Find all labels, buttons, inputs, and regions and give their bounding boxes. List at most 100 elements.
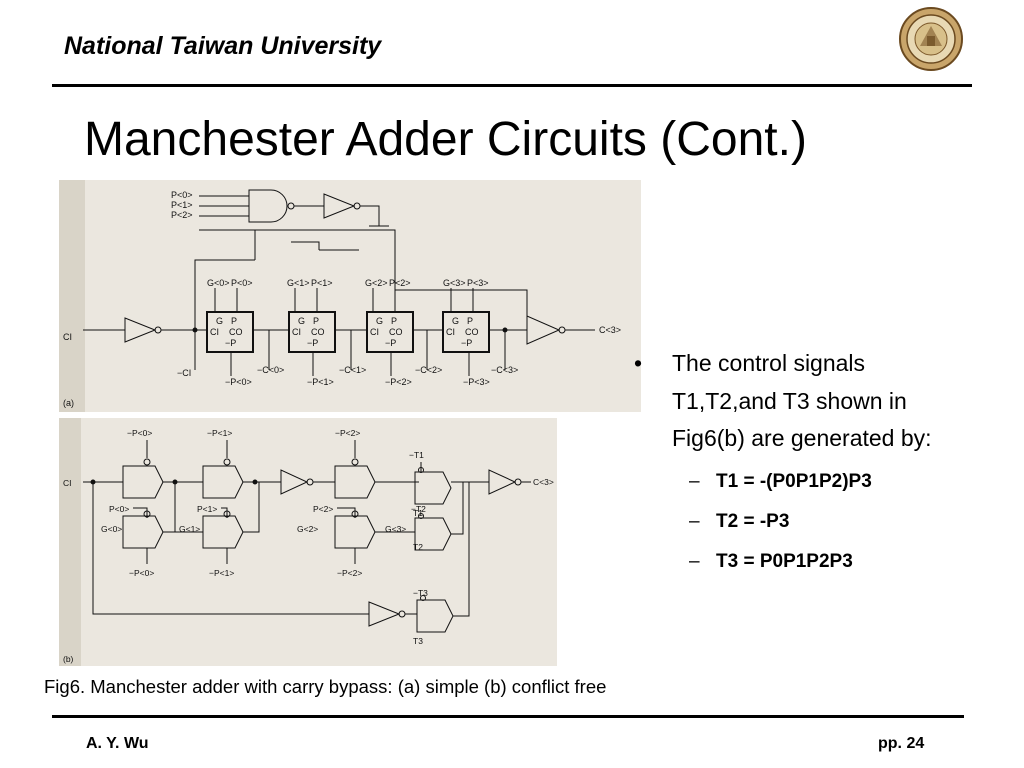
svg-text:P<3>: P<3> xyxy=(467,278,489,288)
inverter-symbol xyxy=(323,193,356,219)
nand-gate-symbol xyxy=(248,189,288,223)
g-input-label: G<2> xyxy=(297,524,318,534)
institution-title: National Taiwan University xyxy=(64,32,382,60)
figure-a-manchester-carry-bypass-simple: P<0> P<1> P<2> CI −CI G<0> P<0> G P xyxy=(59,180,641,412)
sub-bullet-item: – T3 = P0P1P2P3 xyxy=(689,542,954,582)
dash-icon: – xyxy=(689,470,700,492)
output-label: C<3> xyxy=(599,325,621,335)
bottom-input-label: −P<0> xyxy=(129,568,154,578)
input-label: P<0> xyxy=(171,190,193,200)
svg-text:G: G xyxy=(216,316,223,326)
ci-label: CI xyxy=(63,478,72,488)
svg-text:CI: CI xyxy=(370,327,379,337)
ci-label: CI xyxy=(63,332,72,342)
figure-b-manchester-carry-bypass-conflict-free: CI −P<0> −P<1> −P<2> −T1 xyxy=(59,418,557,666)
sub-bullet-item: – T1 = -(P0P1P2)P3 xyxy=(689,462,954,502)
complex-gate xyxy=(414,467,452,505)
complex-gate xyxy=(122,458,164,499)
top-input-label: −P<1> xyxy=(207,428,232,438)
svg-text:−P<1>: −P<1> xyxy=(307,377,334,387)
p-input-label: P<0> xyxy=(109,504,129,514)
t-label: −T2 xyxy=(411,504,426,514)
t-label: T2 xyxy=(413,542,423,552)
complex-gate xyxy=(122,510,164,549)
carry-label: −C<3> xyxy=(491,365,518,375)
inverter-symbol xyxy=(526,315,561,345)
svg-text:P: P xyxy=(391,316,397,326)
footer-divider xyxy=(52,715,964,718)
manchester-cell: G<3> P<3> G P CI CO −P −P<3> xyxy=(442,278,490,387)
svg-text:G<0>: G<0> xyxy=(207,278,230,288)
svg-text:CI: CI xyxy=(210,327,219,337)
figure-caption: Fig6. Manchester adder with carry bypass… xyxy=(44,676,607,697)
svg-text:G: G xyxy=(376,316,383,326)
inverter-symbol xyxy=(368,601,401,627)
svg-text:P<2>: P<2> xyxy=(389,278,411,288)
top-input-label: −P<0> xyxy=(127,428,152,438)
dash-icon: – xyxy=(689,550,700,572)
svg-text:P<0>: P<0> xyxy=(231,278,253,288)
svg-text:−P<0>: −P<0> xyxy=(225,377,252,387)
svg-text:−P<2>: −P<2> xyxy=(385,377,412,387)
complex-gate xyxy=(334,510,376,549)
carry-label: −C<1> xyxy=(339,365,366,375)
bottom-input-label: −P<2> xyxy=(337,568,362,578)
t-label: T3 xyxy=(413,636,423,646)
g-input-label: G<3> xyxy=(385,524,406,534)
bullet-dot-icon: • xyxy=(634,350,643,376)
carry-label: −C<0> xyxy=(257,365,284,375)
svg-text:CO: CO xyxy=(229,327,243,337)
bullet-list: • The control signals T1,T2,and T3 shown… xyxy=(634,345,954,582)
svg-text:−P: −P xyxy=(307,338,318,348)
svg-text:CI: CI xyxy=(292,327,301,337)
svg-text:−P<3>: −P<3> xyxy=(463,377,490,387)
t-label: −T1 xyxy=(409,450,424,460)
svg-text:P: P xyxy=(467,316,473,326)
sub-bullet-list: – T1 = -(P0P1P2)P3 – T2 = -P3 – T3 = P0P… xyxy=(634,462,954,582)
svg-text:CO: CO xyxy=(465,327,479,337)
complex-gate xyxy=(202,458,244,499)
t-label: T1 xyxy=(413,508,423,518)
header-divider xyxy=(52,84,972,87)
bottom-input-label: −P<1> xyxy=(209,568,234,578)
sub-bullet-text: T3 = P0P1P2P3 xyxy=(716,550,853,572)
sub-bullet-text: T1 = -(P0P1P2)P3 xyxy=(716,470,872,492)
svg-text:G: G xyxy=(298,316,305,326)
bullet-item: • The control signals T1,T2,and T3 shown… xyxy=(634,345,954,458)
svg-text:G<2>: G<2> xyxy=(365,278,388,288)
t-label: −T3 xyxy=(413,588,428,598)
svg-text:G<3>: G<3> xyxy=(443,278,466,288)
page-number: pp. 24 xyxy=(878,735,925,752)
nci-label: −CI xyxy=(177,368,191,378)
svg-text:CO: CO xyxy=(389,327,403,337)
sub-bullet-text: T2 = -P3 xyxy=(716,510,790,532)
svg-text:P<1>: P<1> xyxy=(311,278,333,288)
manchester-cell: G<1> P<1> G P CI CO −P −P<1> xyxy=(287,278,336,387)
dash-icon: – xyxy=(689,510,700,532)
svg-text:−P: −P xyxy=(385,338,396,348)
complex-gate xyxy=(202,510,244,549)
complex-gate xyxy=(414,513,452,551)
input-label: P<2> xyxy=(171,210,193,220)
complex-gate xyxy=(334,458,376,499)
p-input-label: P<2> xyxy=(313,504,333,514)
svg-text:G: G xyxy=(452,316,459,326)
g-input-label: G<0> xyxy=(101,524,122,534)
p-input-label: P<1> xyxy=(197,504,217,514)
svg-text:CI: CI xyxy=(446,327,455,337)
sub-bullet-item: – T2 = -P3 xyxy=(689,502,954,542)
slide-title: Manchester Adder Circuits (Cont.) xyxy=(84,113,807,166)
svg-text:P: P xyxy=(313,316,319,326)
carry-label: −C<2> xyxy=(415,365,442,375)
footer-author: A. Y. Wu xyxy=(86,735,149,752)
svg-text:P: P xyxy=(231,316,237,326)
figure-label: (b) xyxy=(63,654,74,664)
figure-label: (a) xyxy=(63,398,74,408)
top-input-labels: P<0> P<1> P<2> xyxy=(171,190,193,220)
bullet-text: The control signals T1,T2,and T3 shown i… xyxy=(672,350,932,451)
output-label: C<3> xyxy=(533,477,554,487)
input-label: P<1> xyxy=(171,200,193,210)
svg-text:CO: CO xyxy=(311,327,325,337)
complex-gate xyxy=(416,595,454,633)
g-input-label: G<1> xyxy=(179,524,200,534)
